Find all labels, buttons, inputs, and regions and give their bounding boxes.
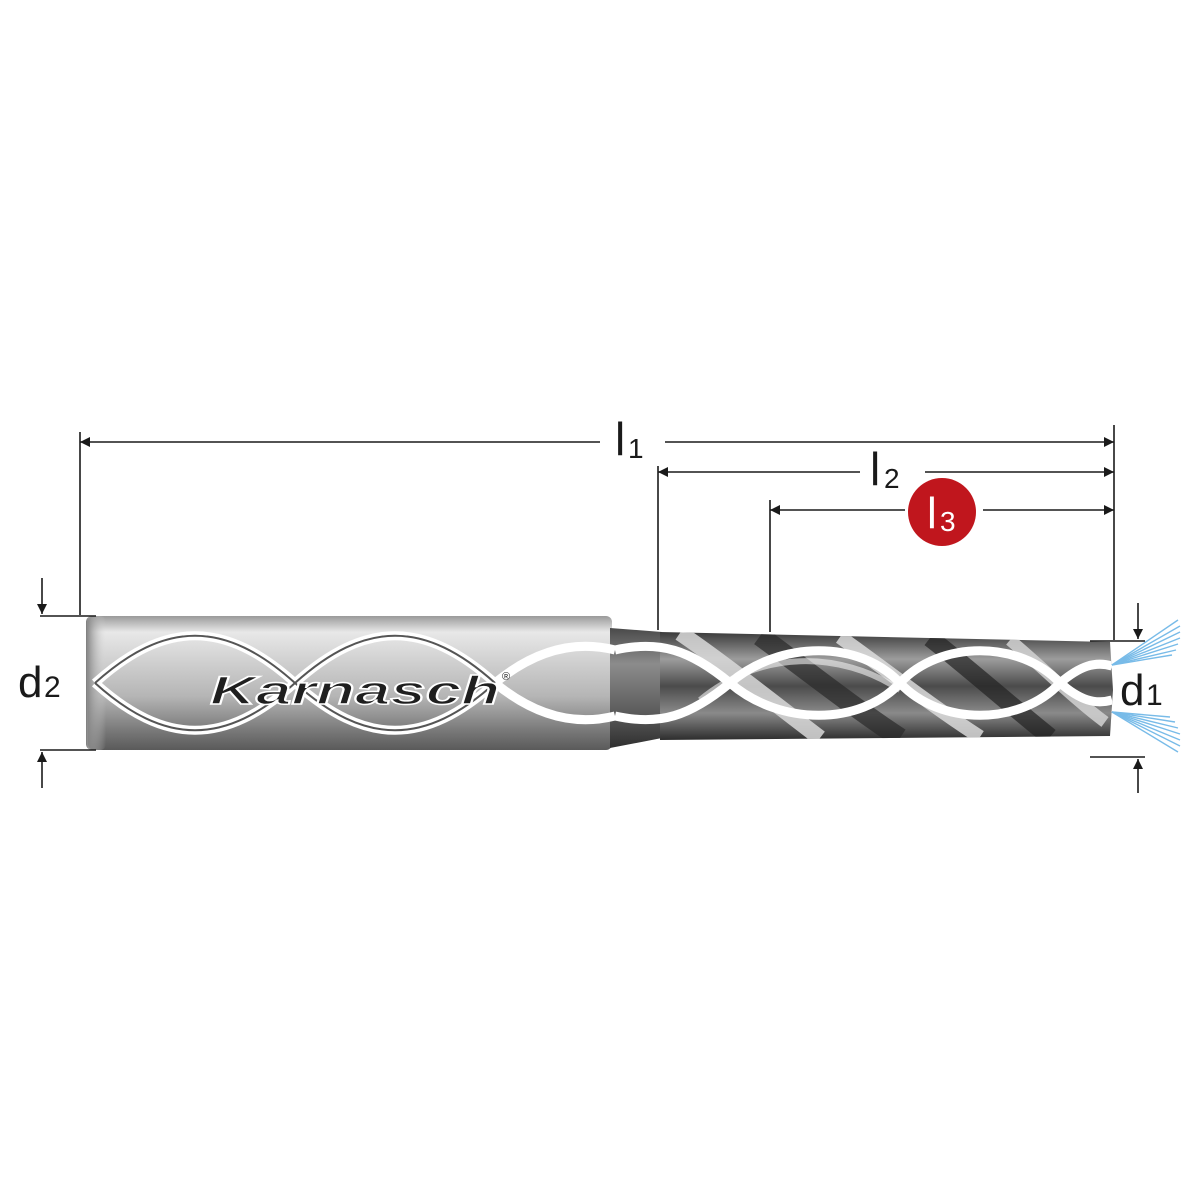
flute-spirals xyxy=(91,626,1113,747)
l3-highlight-badge xyxy=(908,478,976,546)
drill-tool: Karnasch ® xyxy=(86,616,1181,753)
dimension-l1: l 1 xyxy=(80,413,1114,465)
label-d1-subscript: 1 xyxy=(1146,679,1163,712)
brand-registered-mark: ® xyxy=(502,671,510,683)
extension-lines xyxy=(40,425,1145,758)
label-l1: l xyxy=(615,413,625,465)
label-l2-subscript: 2 xyxy=(884,463,900,494)
label-l3: l xyxy=(927,489,937,538)
brand-logo: Karnasch xyxy=(210,669,500,713)
dimension-l2: l 2 xyxy=(658,443,1114,495)
dimension-d1: d 1 xyxy=(1120,603,1163,793)
label-l3-subscript: 3 xyxy=(940,506,956,537)
label-d1: d xyxy=(1120,666,1144,715)
label-d2-subscript: 2 xyxy=(44,671,61,704)
shank xyxy=(88,616,612,750)
dimension-l3: l 3 xyxy=(770,478,1114,546)
label-l2: l xyxy=(870,443,880,495)
coolant-spray-icon xyxy=(1111,619,1181,753)
dimension-d2: d 2 xyxy=(18,578,61,788)
label-d2: d xyxy=(18,658,42,707)
label-l1-subscript: 1 xyxy=(628,433,644,464)
